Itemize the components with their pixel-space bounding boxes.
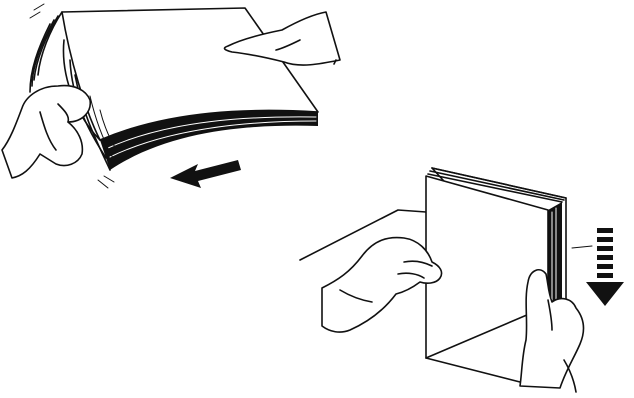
fan-paper-panel	[1, 3, 341, 189]
right-hand-icon	[223, 11, 341, 66]
down-arrow-icon	[571, 228, 624, 306]
left-hand-icon	[1, 84, 92, 179]
left-hand-grip-icon	[321, 236, 443, 333]
align-edges-panel	[299, 167, 624, 393]
right-hand-grip-icon	[519, 269, 585, 393]
left-arrow-icon	[170, 160, 241, 188]
